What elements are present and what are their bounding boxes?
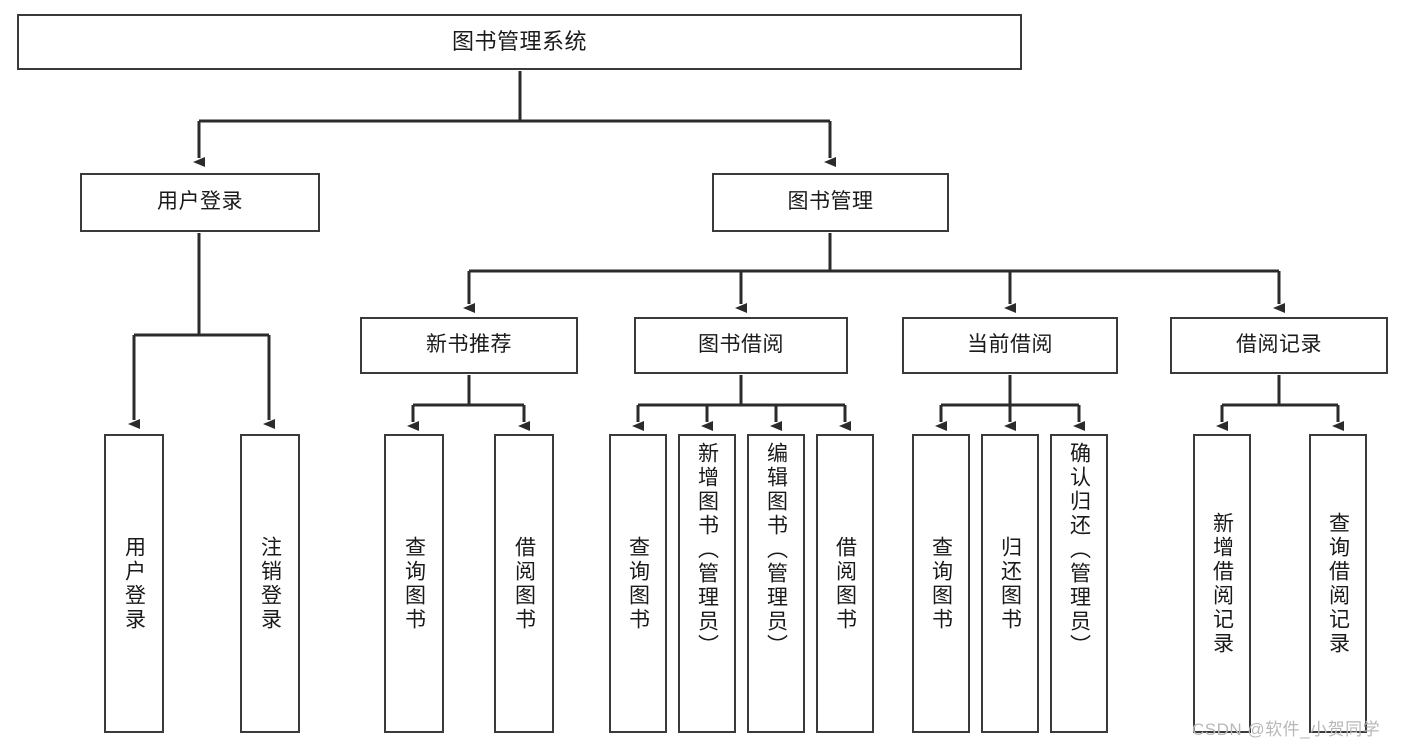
node-label: 编辑图书（管理员） (764, 442, 788, 658)
node-new-book-recommend[interactable]: 新书推荐 (360, 317, 578, 374)
leaf-current-return-book[interactable]: 归还图书 (981, 434, 1039, 733)
node-label: 图书管理系统 (451, 29, 587, 55)
node-label: 查询图书 (626, 535, 650, 632)
node-label: 用户登录 (157, 190, 243, 214)
node-label: 用户登录 (122, 535, 146, 632)
node-label: 图书管理 (787, 190, 874, 214)
node-borrow-record[interactable]: 借阅记录 (1170, 317, 1388, 374)
node-label: 借阅记录 (1236, 333, 1322, 357)
node-label: 查询图书 (929, 535, 953, 632)
leaf-record-query-record[interactable]: 查询借阅记录 (1309, 434, 1367, 733)
leaf-recommend-query-book[interactable]: 查询图书 (384, 434, 444, 733)
leaf-record-add-record[interactable]: 新增借阅记录 (1193, 434, 1251, 733)
node-book-borrow[interactable]: 图书借阅 (634, 317, 848, 374)
node-label: 确认归还（管理员） (1067, 442, 1091, 658)
node-label: 查询图书 (402, 535, 426, 632)
node-label: 查询借阅记录 (1326, 511, 1350, 656)
leaf-current-confirm-return-admin[interactable]: 确认归还（管理员） (1050, 434, 1108, 733)
leaf-borrow-add-book-admin[interactable]: 新增图书（管理员） (678, 434, 736, 733)
node-label: 归还图书 (998, 535, 1022, 632)
node-label: 借阅图书 (512, 535, 536, 632)
node-book-management[interactable]: 图书管理 (712, 173, 949, 232)
node-label: 当前借阅 (967, 333, 1053, 357)
leaf-current-query-book[interactable]: 查询图书 (912, 434, 970, 733)
leaf-user-login-login[interactable]: 用户登录 (104, 434, 164, 733)
node-root-system[interactable]: 图书管理系统 (17, 14, 1022, 70)
node-label: 注销登录 (258, 535, 282, 632)
leaf-recommend-borrow-book[interactable]: 借阅图书 (494, 434, 554, 733)
leaf-borrow-query-book[interactable]: 查询图书 (609, 434, 667, 733)
node-user-login[interactable]: 用户登录 (80, 173, 320, 232)
csdn-watermark: CSDN @软件_小贺同学 (1192, 720, 1381, 739)
leaf-user-login-logout[interactable]: 注销登录 (240, 434, 300, 733)
leaf-borrow-edit-book-admin[interactable]: 编辑图书（管理员） (747, 434, 805, 733)
node-label: 新书推荐 (426, 333, 512, 357)
node-label: 新增借阅记录 (1210, 511, 1234, 656)
node-label: 新增图书（管理员） (695, 442, 719, 658)
node-label: 借阅图书 (833, 535, 857, 632)
node-current-borrow[interactable]: 当前借阅 (902, 317, 1118, 374)
leaf-borrow-borrow-book[interactable]: 借阅图书 (816, 434, 874, 733)
node-label: 图书借阅 (698, 333, 784, 357)
